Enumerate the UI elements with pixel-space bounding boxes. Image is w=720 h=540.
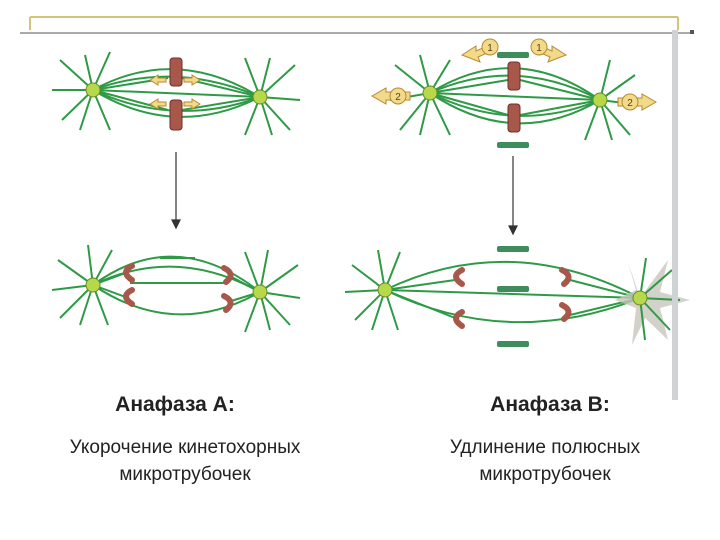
chromosomes-top-left	[169, 57, 183, 131]
centrosome-bottom-right-a	[377, 282, 393, 298]
force-arrows-top-left	[149, 74, 201, 110]
transition-arrow-right	[508, 156, 518, 236]
overlap-bands-bottom-right	[497, 246, 529, 347]
force-arrow-2-right: 2	[617, 93, 658, 111]
corner-marker	[690, 30, 694, 34]
chromatids-bottom-right	[453, 267, 572, 329]
force-arrow-2-left: 2	[370, 87, 411, 105]
pulled-cortex-bottom-right	[615, 260, 690, 345]
centrosome-bottom-left-b	[252, 284, 268, 300]
chromatids-bottom-left	[123, 263, 234, 313]
header-frame	[20, 16, 690, 34]
panel-right-description-line1: Удлинение полюсных	[449, 437, 641, 458]
centrosome-top-right-b	[592, 92, 608, 108]
force-arrow-1-left: 1	[460, 38, 499, 63]
panel-left-title: Анафаза A:	[115, 393, 235, 416]
force-label-2-left: 2	[395, 92, 401, 103]
centrosome-top-left-b	[252, 89, 268, 105]
transition-arrow-left	[171, 152, 181, 230]
side-strip	[672, 30, 678, 400]
panel-right-description-line2: микротрубочек	[479, 464, 611, 485]
force-arrow-1-right: 1	[530, 38, 568, 63]
chromosomes-top-right	[507, 61, 521, 133]
force-label-2-right: 2	[627, 98, 633, 109]
panel-left-description-line2: микротрубочек	[119, 464, 251, 485]
centrosome-bottom-right-b	[632, 290, 648, 306]
panel-left-description-line1: Укорочение кинетохорных	[69, 437, 301, 458]
panel-right-title: Анафаза B:	[490, 393, 610, 416]
centrosome-top-right-a	[422, 85, 438, 101]
centrosome-top-left-a	[85, 82, 101, 98]
overlap-bands-top-right	[497, 52, 529, 148]
force-label-1-right: 1	[536, 43, 542, 54]
centrosome-bottom-left-a	[85, 277, 101, 293]
force-label-1-left: 1	[487, 43, 493, 54]
